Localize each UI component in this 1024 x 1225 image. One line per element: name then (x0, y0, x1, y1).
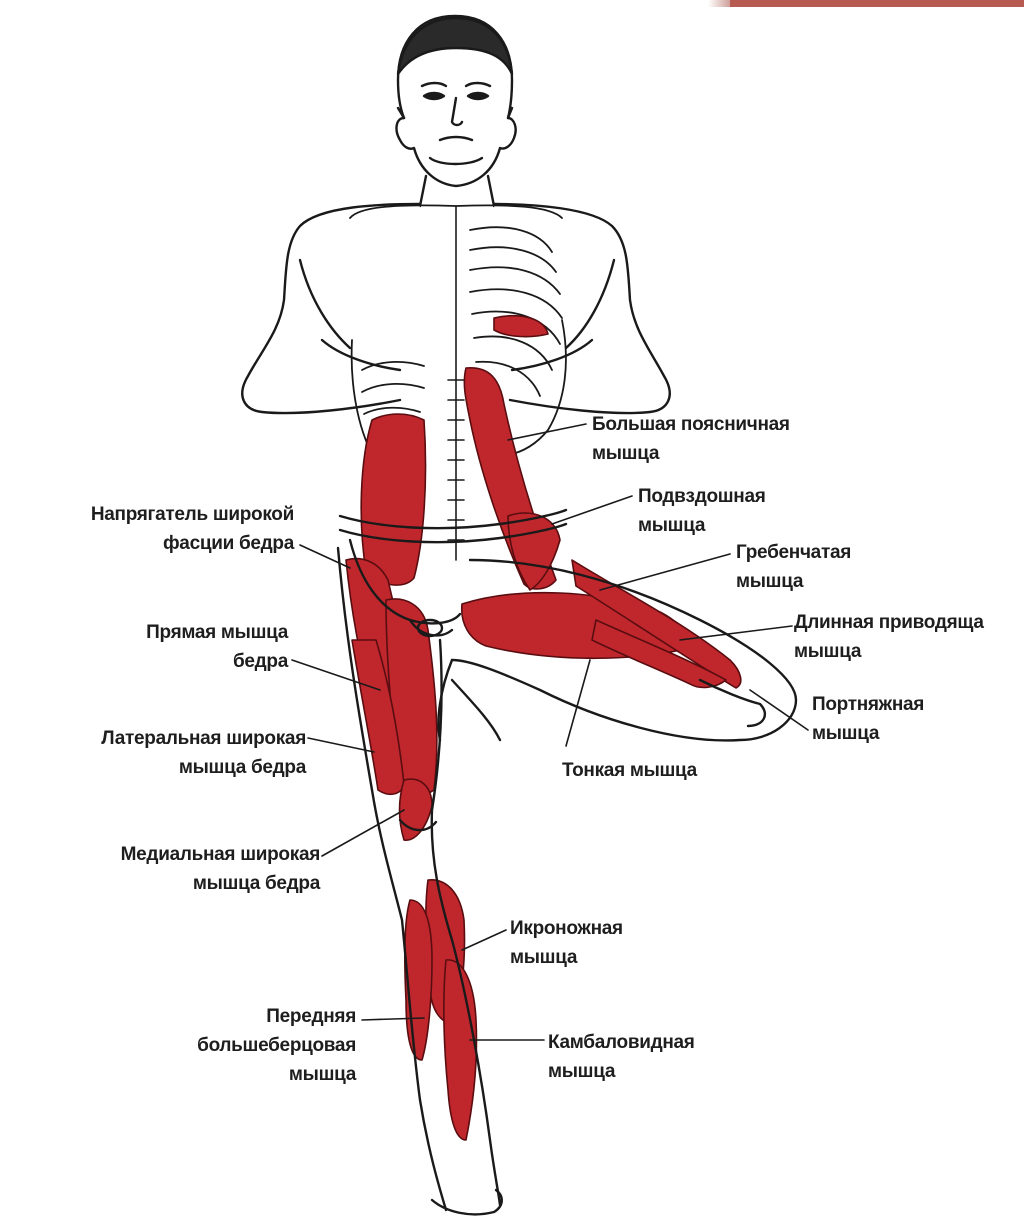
label-vastus-lateralis: Латеральная широкая мышца бедра (101, 724, 306, 782)
label-iliacus: Подвздошная мышца (638, 482, 766, 540)
label-adductor-longus: Длинная приводяща мышца (794, 608, 984, 666)
label-gastrocnemius: Икроножная мышца (510, 914, 623, 972)
label-rectus-femoris: Прямая мышца бедра (146, 618, 288, 676)
label-psoas-major: Большая поясничная мышца (592, 410, 790, 468)
label-soleus: Камбаловидная мышца (548, 1028, 695, 1086)
head (397, 16, 516, 186)
label-pectineus: Гребенчатая мышца (736, 538, 851, 596)
label-gracilis: Тонкая мышца (562, 756, 697, 785)
label-tibialis-anterior: Передняя большеберцовая мышца (197, 1002, 356, 1089)
label-tensor-fasciae-latae: Напрягатель широкой фасции бедра (91, 500, 294, 558)
label-sartorius: Портняжная мышца (812, 690, 924, 748)
spine (448, 206, 464, 560)
label-vastus-medialis: Медиальная широкая мышца бедра (121, 840, 320, 898)
